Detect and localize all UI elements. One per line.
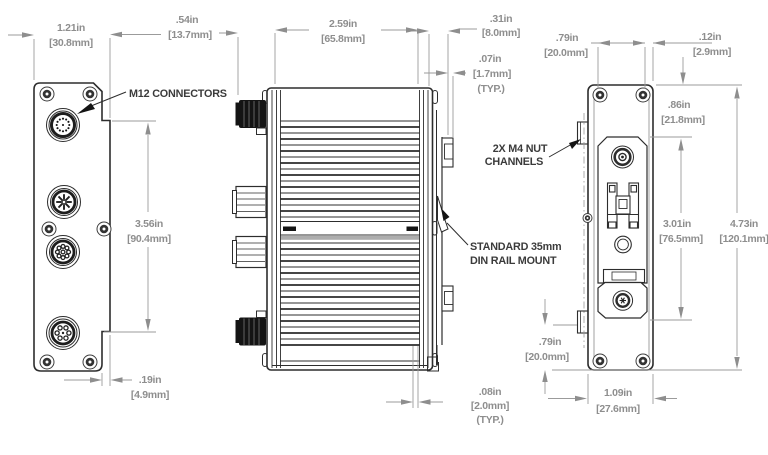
dimension-texts: 1.21in [30.8mm] .54in [13.7mm] 2.59in [6… xyxy=(49,13,768,426)
label-din-line1: STANDARD 35mm xyxy=(470,241,561,253)
dim-bracket-top-offset-mm: [21.8mm] xyxy=(661,114,705,126)
dim-overall-height-mm: [120.1mm] xyxy=(719,233,768,245)
dim-body-width-mm: [65.8mm] xyxy=(321,33,365,45)
dim-connector-protrusion-in: .54in xyxy=(176,14,198,26)
dim-bracket-top-offset-in: .86in xyxy=(668,99,690,111)
dim-panel-width-in: 1.21in xyxy=(57,22,85,34)
bracket-hole xyxy=(614,235,632,254)
dim-edge-offset-in: .12in xyxy=(699,31,721,43)
nut-channel-block xyxy=(441,137,454,168)
dim-channel-offset-in: .79in xyxy=(539,336,561,348)
screw-icon xyxy=(635,353,651,369)
side-view xyxy=(232,87,454,372)
dim-overall-height-in: 4.73in xyxy=(730,218,758,230)
bracket-screw-bottom xyxy=(612,290,634,311)
dim-side-width-mm: [27.6mm] xyxy=(596,403,640,415)
m12-connector-profile xyxy=(235,235,267,269)
label-din-line2: DIN RAIL MOUNT xyxy=(470,255,557,267)
leader-arrow-icon xyxy=(441,208,450,221)
callout-texts: M12 CONNECTORS 2X M4 NUT CHANNELS STANDA… xyxy=(129,88,562,267)
m12-connector-icon xyxy=(46,235,80,269)
screw-icon xyxy=(582,213,593,223)
extension-lines xyxy=(33,33,742,408)
dim-flange-height-mm: [90.4mm] xyxy=(127,233,171,245)
front-view xyxy=(33,82,112,372)
dimension-arrowheads xyxy=(22,27,740,405)
nut-channel-block xyxy=(441,285,454,312)
slot-mark xyxy=(406,226,418,231)
m12-connector-profile xyxy=(235,185,267,219)
dim-channel-offset-mm: [20.0mm] xyxy=(525,351,569,363)
label-m4-nut-line1: 2X M4 NUT xyxy=(493,143,548,155)
knurl-lines xyxy=(243,318,260,345)
din-rail-bracket xyxy=(597,136,648,319)
dim-din-offset-in: .31in xyxy=(490,13,512,25)
dim-body-width-in: 2.59in xyxy=(329,18,357,30)
connector-base xyxy=(256,310,267,318)
screw-icon xyxy=(592,353,608,369)
dim-edge-offset-mm: [2.9mm] xyxy=(693,46,731,58)
connector-profiles xyxy=(232,100,267,346)
leader-arrow-icon xyxy=(569,139,581,149)
dim-connector-protrusion-mm: [13.7mm] xyxy=(168,29,212,41)
connector-tip xyxy=(232,240,237,264)
m12-connector-icon xyxy=(46,316,80,350)
clip-spring-assembly xyxy=(606,182,640,229)
heatsink-fins xyxy=(280,120,420,346)
dim-fin-pitch-mm: [1.7mm] xyxy=(473,68,511,80)
dim-side-width-in: 1.09in xyxy=(604,387,632,399)
label-m4-nut-line2: CHANNELS xyxy=(485,156,543,168)
m12-connector-profile xyxy=(239,100,266,128)
m12-connector-icon xyxy=(47,185,81,219)
rear-view xyxy=(576,84,654,371)
screw-icon xyxy=(82,86,98,102)
dim-fin-pitch-in: .07in xyxy=(479,53,501,65)
end-plate-lines xyxy=(271,90,429,368)
screw-icon xyxy=(41,221,57,237)
dim-din-offset-mm: [8.0mm] xyxy=(482,27,520,39)
knurl-lines xyxy=(243,101,260,127)
screw-icon xyxy=(635,87,651,103)
connector-base xyxy=(256,127,267,135)
bracket-slot xyxy=(602,268,646,284)
label-m12-connectors: M12 CONNECTORS xyxy=(129,88,227,100)
connector-tip xyxy=(232,190,237,214)
dim-screw-spacing-mm: [20.0mm] xyxy=(544,47,588,59)
nut-channel xyxy=(576,310,589,334)
enclosure-body xyxy=(266,87,434,371)
dim-screw-spacing-in: .79in xyxy=(556,32,578,44)
m12-connector-icon xyxy=(46,108,80,142)
dim-fin-thickness-in: .08in xyxy=(479,386,501,398)
clip-hook xyxy=(427,345,439,372)
screw-icon xyxy=(39,354,55,370)
dim-fin-pitch-note: (TYP.) xyxy=(477,83,504,95)
fin-shadow-band xyxy=(281,236,419,240)
dim-bracket-height-in: 3.01in xyxy=(663,218,691,230)
dim-fin-thickness-mm: [2.0mm] xyxy=(471,400,509,412)
bracket-screw-top xyxy=(611,145,634,169)
dim-bracket-height-mm: [76.5mm] xyxy=(659,233,703,245)
screw-icon xyxy=(82,354,98,370)
connector-tip xyxy=(235,320,241,343)
dim-fin-thickness-note: (TYP.) xyxy=(476,414,503,426)
connector-tip xyxy=(235,102,241,126)
dim-panel-width-mm: [30.8mm] xyxy=(49,37,93,49)
m12-connector-profile xyxy=(239,317,266,346)
screw-icon xyxy=(592,87,608,103)
dim-flange-offset-in: .19in xyxy=(139,374,161,386)
callout-leaders xyxy=(77,91,581,246)
slot-mark xyxy=(283,226,296,231)
screw-icon xyxy=(39,86,55,102)
dim-flange-height-in: 3.56in xyxy=(135,218,163,230)
screw-icon xyxy=(96,221,112,237)
leader-arrow-icon xyxy=(77,103,95,114)
front-panel-outline xyxy=(33,82,111,372)
dim-flange-offset-mm: [4.9mm] xyxy=(131,389,169,401)
